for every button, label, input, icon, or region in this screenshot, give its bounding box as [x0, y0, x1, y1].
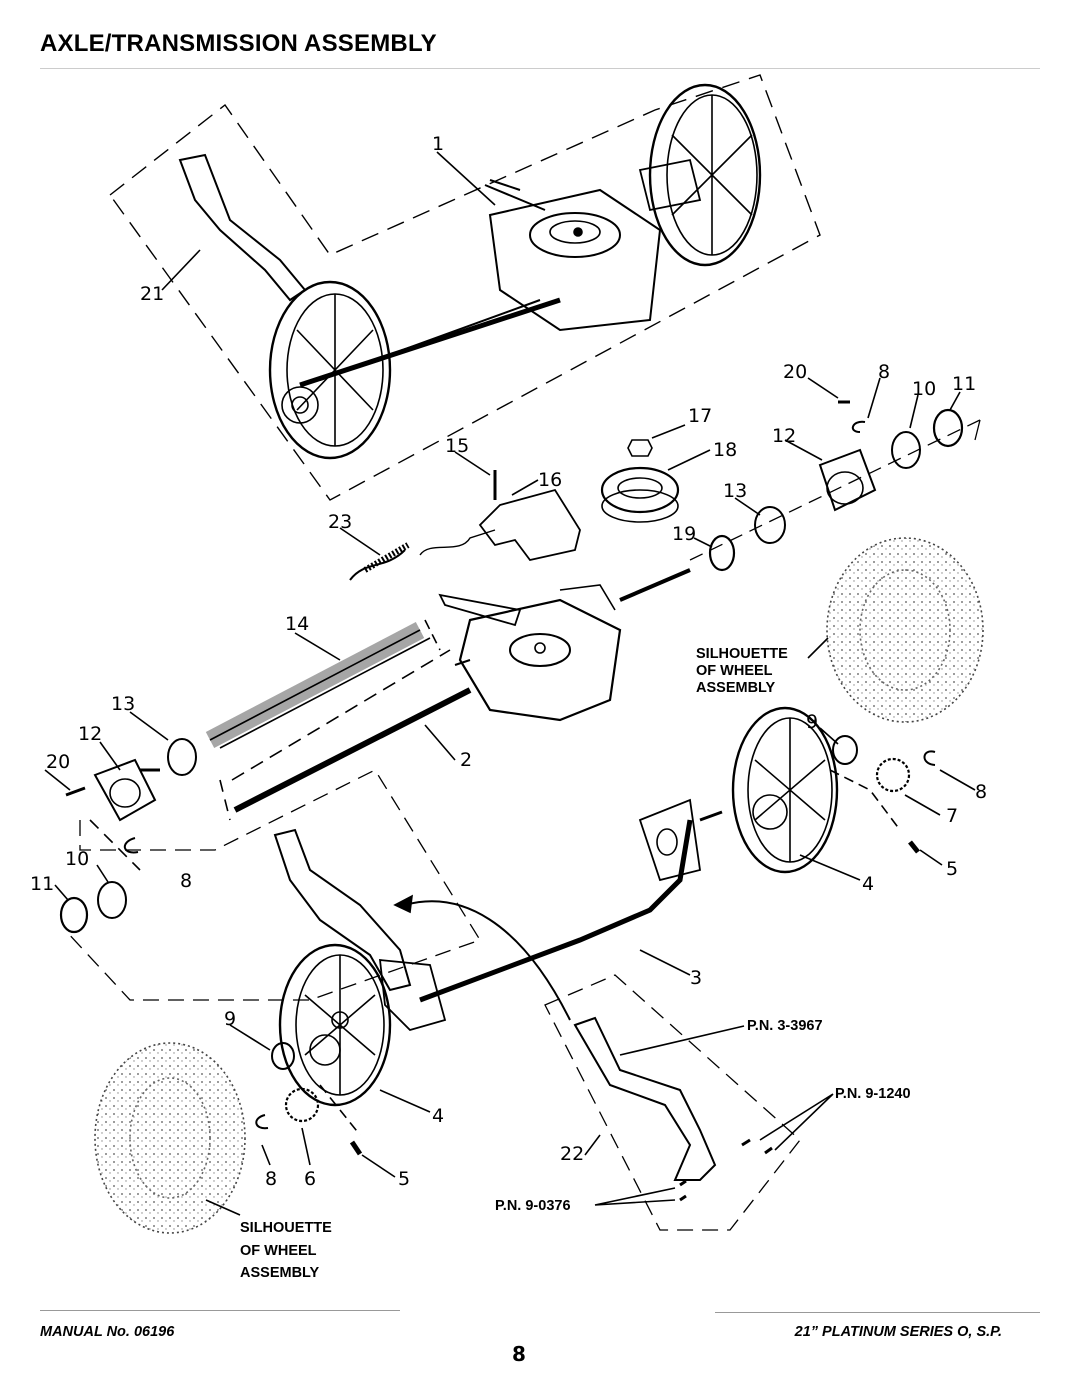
callout-14: 14	[285, 613, 309, 635]
callout-16: 16	[538, 469, 562, 491]
part-number-9-0376: P.N. 9-0376	[495, 1198, 571, 1214]
footer-rule-right	[715, 1312, 1040, 1313]
top-rule	[40, 68, 1040, 69]
series-name: 21” PLATINUM SERIES O, S.P.	[794, 1324, 1002, 1340]
callout-17: 17	[688, 405, 712, 427]
callout-20: 20	[783, 361, 807, 383]
page-title: AXLE/TRANSMISSION ASSEMBLY	[40, 30, 437, 57]
callout-2: 2	[460, 749, 472, 771]
callout-21: 21	[140, 283, 164, 305]
part-number-9-1240: P.N. 9-1240	[835, 1086, 911, 1102]
callout-19: 19	[672, 523, 696, 545]
callout-15: 15	[445, 435, 469, 457]
callout-9: 9	[224, 1008, 236, 1030]
callout-1: 1	[432, 133, 444, 155]
callout-13: 13	[723, 480, 747, 502]
page-number: 8	[512, 1342, 526, 1366]
callout-5: 5	[946, 858, 958, 880]
manual-number: MANUAL No. 06196	[40, 1324, 175, 1340]
callout-10: 10	[912, 378, 936, 400]
transmission	[438, 568, 691, 722]
swap-arrow	[404, 900, 571, 1021]
callout-4: 4	[432, 1105, 444, 1127]
axle-bar-3	[419, 819, 693, 1003]
silhouette-left-line3: ASSEMBLY	[240, 1265, 320, 1281]
callout-23: 23	[328, 511, 352, 533]
top-assembly-inset	[109, 74, 821, 501]
callout-7: 7	[946, 805, 958, 827]
callout-10: 10	[65, 848, 89, 870]
part-number-3-3967: P.N. 3-3967	[747, 1018, 823, 1034]
callout-8: 8	[180, 870, 192, 892]
middle-parts	[349, 400, 981, 581]
callout-18: 18	[713, 439, 737, 461]
silhouette-left-line1: SILHOUETTE	[240, 1220, 332, 1236]
callout-22: 22	[560, 1143, 584, 1165]
axle-2	[233, 687, 472, 813]
callout-20: 20	[46, 751, 70, 773]
callout-5: 5	[398, 1168, 410, 1190]
callout-8: 8	[265, 1168, 277, 1190]
callout-12: 12	[78, 723, 102, 745]
silhouette-left-line2: OF WHEEL	[240, 1243, 317, 1259]
callout-8: 8	[878, 361, 890, 383]
callout-6: 6	[304, 1168, 316, 1190]
footer-rule-left	[40, 1310, 400, 1311]
callout-12: 12	[772, 425, 796, 447]
silhouette-wheel-right	[826, 537, 984, 723]
silhouette-wheel-left	[94, 1042, 246, 1234]
callout-11: 11	[30, 873, 54, 895]
callout-13: 13	[111, 693, 135, 715]
silhouette-right-line2: OF WHEEL	[696, 663, 773, 679]
callout-4: 4	[862, 873, 874, 895]
callout-9: 9	[806, 711, 818, 733]
silhouette-right-line3: ASSEMBLY	[696, 680, 776, 696]
callout-3: 3	[690, 967, 702, 989]
callout-11: 11	[952, 373, 976, 395]
silhouette-right-line1: SILHOUETTE	[696, 646, 788, 662]
callout-8: 8	[975, 781, 987, 803]
